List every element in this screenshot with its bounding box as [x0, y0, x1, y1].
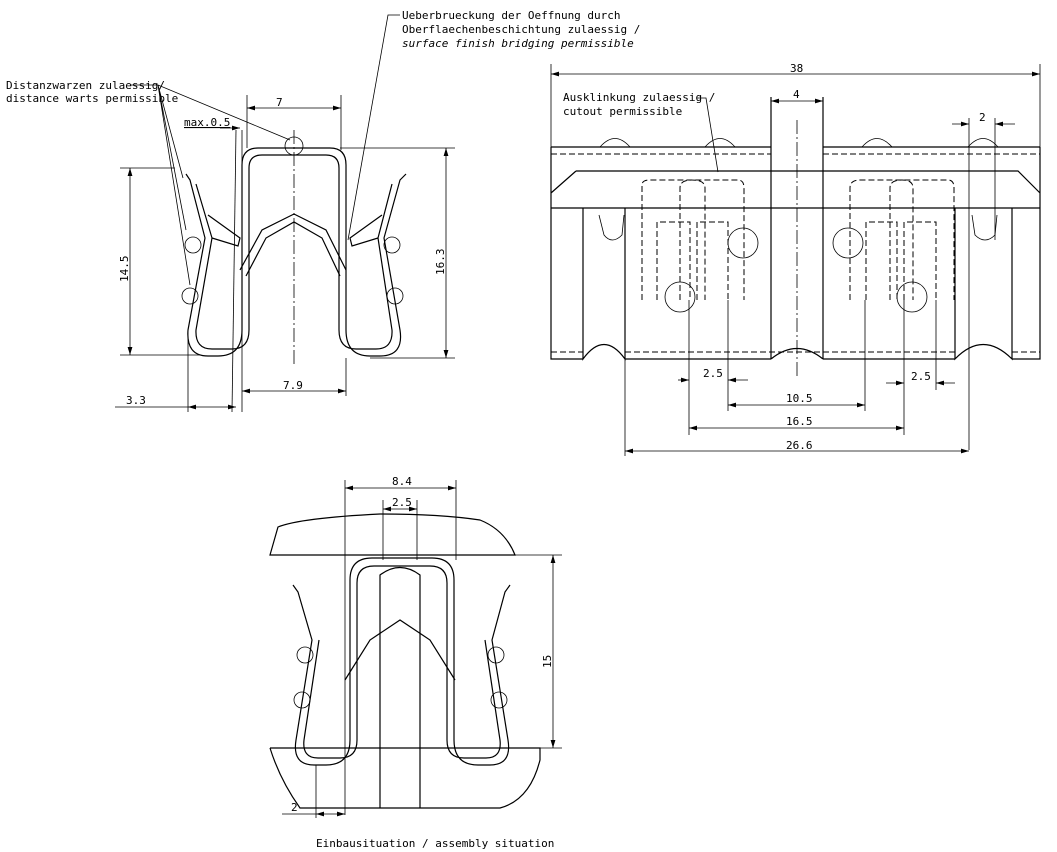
dim-width-bottom: 7.9 [283, 379, 303, 392]
dim-width-top: 7 [276, 96, 283, 109]
assembly-dim-offset: 2 [291, 801, 298, 814]
front-outline [550, 97, 1041, 361]
panel-top [269, 513, 516, 556]
dim-center: 4 [793, 88, 800, 101]
dim-mid: 16.5 [786, 415, 813, 428]
assembly-view: 8.4 2.5 15 2 Einbausituation / assembly … [269, 475, 562, 850]
panel-bottom [269, 747, 541, 809]
clip-inner-spring [239, 213, 347, 277]
holes [598, 138, 999, 313]
assembly-dim-height: 15 [541, 655, 554, 668]
assembly-dim-width: 8.4 [392, 475, 412, 488]
bridging-note-line1: Ueberbrueckung der Oeffnung durch [402, 9, 621, 22]
clip-inner [303, 565, 501, 759]
hidden-slots-left [641, 179, 745, 300]
cutout-note-line1: Ausklinkung zulaessig / [563, 91, 715, 104]
clip-tabs [207, 214, 383, 247]
dim-left-slot: 2.5 [703, 367, 723, 380]
assembly-warts [293, 646, 508, 709]
dim-max: max.0.5 [184, 116, 230, 129]
clip-outer [292, 557, 511, 766]
dim-inner: 10.5 [786, 392, 813, 405]
bridging-note-line2: Oberflaechenbeschichtung zulaessig / [402, 23, 640, 36]
dim-outer: 26.6 [786, 439, 813, 452]
dim-right-slot: 2.5 [911, 370, 931, 383]
dim-height-right: 16.3 [434, 249, 447, 276]
assembly-caption: Einbausituation / assembly situation [316, 837, 554, 850]
warts-note-line1: Distanzwarzen zulaessig/ [6, 79, 165, 92]
dim-total: 38 [790, 62, 803, 75]
clip-inner-profile [195, 154, 393, 350]
dim-pitch: 2 [979, 111, 986, 124]
side-view: 7 max.0.5 14.5 16.3 7.9 3.3 Distanzwarze… [6, 9, 640, 413]
warts-note-line2: distance warts permissible [6, 92, 178, 105]
dim-height-left: 14.5 [118, 256, 131, 283]
dim-offset: 3.3 [126, 394, 146, 407]
hidden-slots-right [849, 179, 955, 300]
assembly-dim-inner: 2.5 [392, 496, 412, 509]
front-view: 38 4 2 2.5 2.5 10.5 16.5 26.6 Ausklinkun… [550, 62, 1041, 456]
bridging-note-line3: surface finish bridging permissible [402, 37, 634, 50]
cutout-note-line2: cutout permissible [563, 105, 682, 118]
pin [379, 566, 421, 808]
clip-outer-profile [185, 147, 407, 357]
